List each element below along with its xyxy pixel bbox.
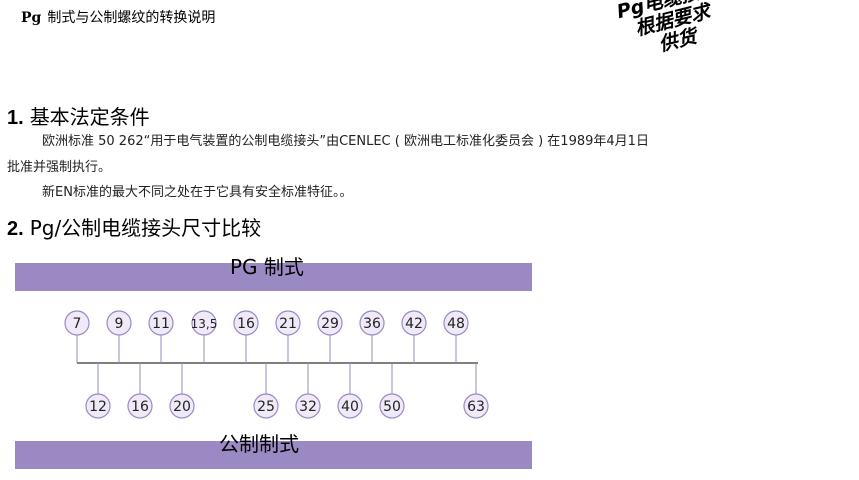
pg-size-circle — [191, 310, 217, 336]
pg-size-label: 36 — [363, 316, 381, 332]
pg-size-circle — [443, 310, 469, 336]
pg-band — [15, 263, 532, 291]
metric-size-label: 40 — [341, 399, 359, 415]
pg-size-label: 21 — [279, 316, 297, 332]
metric-size-label: 25 — [257, 399, 275, 415]
section-2-heading: 2.Pg/公制电缆接头尺寸比较 — [7, 212, 261, 241]
pg-size-circle — [275, 310, 301, 336]
pg-size-label: 42 — [405, 316, 423, 332]
pg-size-label: 29 — [321, 316, 339, 332]
pg-size-label: 48 — [447, 316, 465, 332]
metric-size-label: 50 — [383, 399, 401, 415]
metric-size-circle — [169, 393, 195, 419]
pg-size-label: 13,5 — [191, 317, 218, 331]
metric-size-circle — [127, 393, 153, 419]
metric-size-circle — [379, 393, 405, 419]
pg-size-label: 9 — [115, 316, 124, 332]
header-title: 制式与公制螺纹的转换说明 — [47, 10, 216, 26]
metric-size-circle — [337, 393, 363, 419]
section-1-paragraph-2: 批准并强制执行。 — [7, 160, 112, 175]
metric-size-circle — [253, 393, 279, 419]
pg-size-circle — [64, 310, 90, 336]
pg-size-label: 16 — [237, 316, 255, 332]
metric-size-label: 16 — [131, 399, 149, 415]
pg-size-circle — [106, 310, 132, 336]
pg-size-circle — [317, 310, 343, 336]
metric-size-label: 20 — [173, 399, 191, 415]
header-code: Pg — [21, 10, 42, 26]
metric-system-label: 公制制式 — [219, 432, 299, 456]
pg-system-label: PG 制式 — [230, 255, 304, 279]
metric-size-label: 12 — [89, 399, 107, 415]
section-1-heading: 1.基本法定条件 — [7, 101, 150, 130]
section-2-number: 2. — [7, 218, 24, 240]
section-1-paragraph-3: 新EN标准的最大不同之处在于它具有安全标准特征。。 — [42, 185, 353, 200]
section-1-paragraph-1: 欧洲标准 50 262“用于电气装置的公制电缆接头”由CENLEC ( 欧洲电工… — [42, 134, 649, 149]
metric-size-circle — [295, 393, 321, 419]
metric-size-circle — [463, 393, 489, 419]
pg-size-circle — [359, 310, 385, 336]
pg-size-label: 7 — [73, 316, 82, 332]
pg-size-circle — [233, 310, 259, 336]
section-1-number: 1. — [7, 107, 24, 129]
document-header: Pg 制式与公制螺纹的转换说明 — [21, 7, 215, 27]
metric-band — [15, 441, 532, 469]
metric-size-label: 63 — [467, 399, 485, 415]
metric-size-label: 32 — [299, 399, 317, 415]
pg-size-label: 11 — [152, 316, 170, 332]
pg-size-circle — [401, 310, 427, 336]
section-2-title: Pg/公制电缆接头尺寸比较 — [29, 216, 262, 240]
section-1-title: 基本法定条件 — [29, 105, 150, 129]
pg-size-circle — [148, 310, 174, 336]
metric-size-circle — [85, 393, 111, 419]
